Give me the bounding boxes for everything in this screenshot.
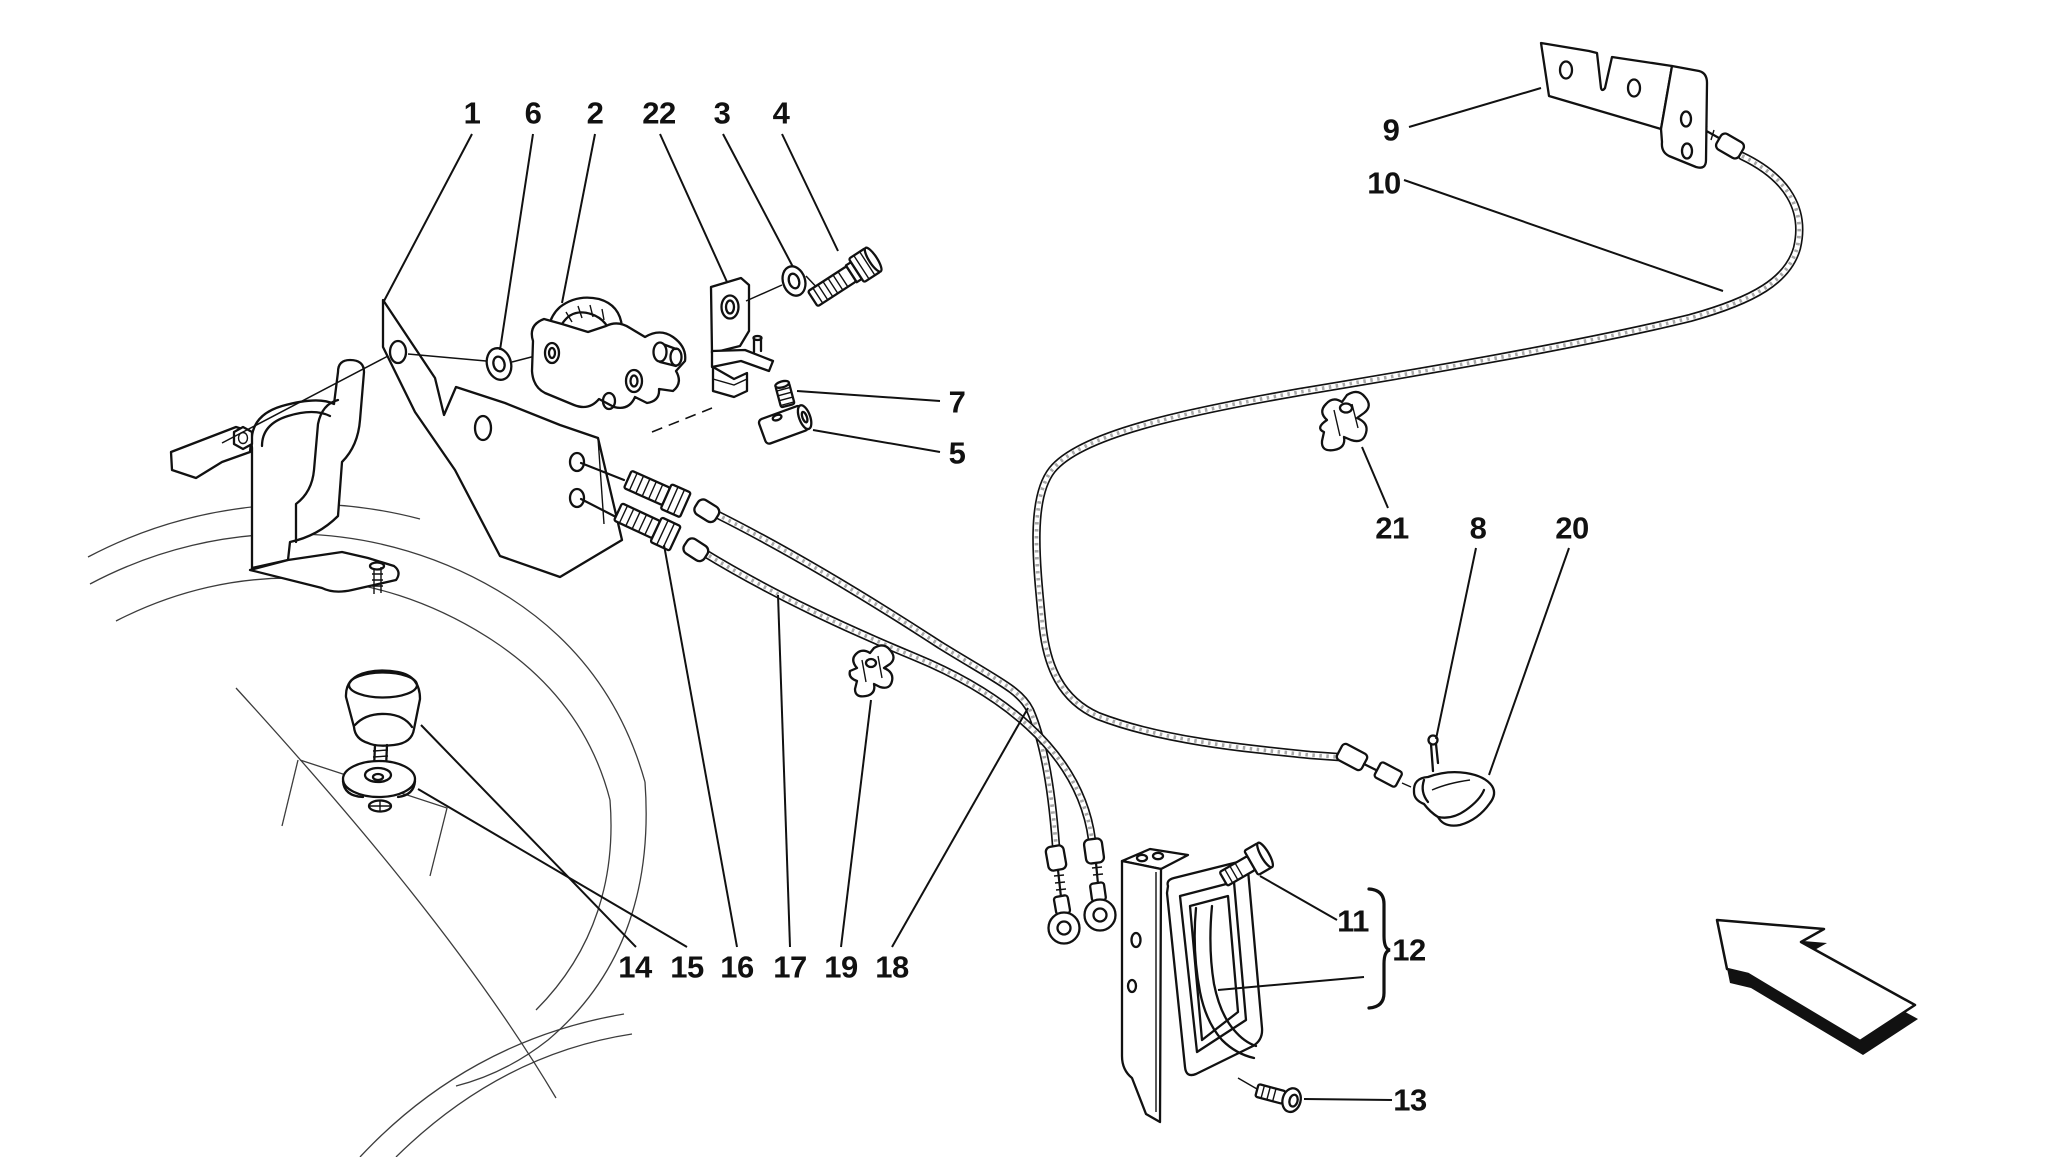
washer-6 xyxy=(485,347,513,381)
release-lever-12 xyxy=(1120,847,1264,1124)
part-number-label: 15 xyxy=(670,950,704,985)
bracket-nut xyxy=(232,425,254,451)
sheath-ferrule-lower xyxy=(682,537,710,563)
hood-latch-2 xyxy=(530,296,713,433)
leader-line xyxy=(499,133,534,351)
part-number-label: 7 xyxy=(949,385,966,420)
leader-line xyxy=(561,133,596,304)
leader-line xyxy=(1259,875,1338,921)
leader-line xyxy=(1435,547,1477,740)
cable-adjuster-lower xyxy=(613,502,682,552)
part-number-label: 19 xyxy=(824,950,858,985)
anchor-bracket-9 xyxy=(1539,41,1709,169)
release-cables xyxy=(579,461,1117,945)
leader-line xyxy=(1488,547,1570,776)
inner-cable-upper xyxy=(579,461,626,482)
fixing-screw-13 xyxy=(1254,1083,1302,1114)
part-number-label: 17 xyxy=(773,950,806,985)
part-number-label: 11 xyxy=(1337,904,1369,939)
leader-line xyxy=(383,133,473,302)
part-number-label: 14 xyxy=(618,950,653,985)
leader-line xyxy=(722,133,794,268)
direction-arrow xyxy=(1715,918,1918,1055)
bolt-4 xyxy=(807,246,883,307)
part-number-label: 8 xyxy=(1470,511,1487,546)
part-number-label: 16 xyxy=(720,950,754,985)
cable-end-right xyxy=(1082,837,1117,932)
leader-line xyxy=(1403,179,1724,292)
part-number-label: 4 xyxy=(773,96,791,131)
leader-line xyxy=(840,699,872,948)
part-number-label: 22 xyxy=(642,96,675,131)
part-number-label: 6 xyxy=(525,96,542,131)
cotter-pin-8 xyxy=(1427,734,1440,773)
leader-line xyxy=(659,133,728,283)
leader-line xyxy=(796,390,941,402)
part-number-label: 18 xyxy=(875,950,909,985)
part-number-label: 9 xyxy=(1383,113,1400,148)
leader-line xyxy=(1303,1098,1393,1101)
cable-adjuster-upper xyxy=(623,470,692,518)
leader-line xyxy=(812,429,941,453)
lever-blade xyxy=(1193,906,1256,1060)
part-number-label: 20 xyxy=(1555,511,1588,546)
washer-3 xyxy=(781,265,807,297)
part-number-label: 21 xyxy=(1375,511,1409,546)
part-number-label: 10 xyxy=(1367,166,1400,201)
group-brace xyxy=(1367,887,1391,1010)
inner-cable-lower xyxy=(579,497,618,519)
leader-line xyxy=(1408,87,1542,128)
leader-line xyxy=(1217,976,1365,991)
leader-line xyxy=(777,594,791,948)
leader-line xyxy=(781,133,839,252)
keeper-bracket-22 xyxy=(709,275,823,399)
leader-line xyxy=(1361,446,1389,509)
part-number-label: 13 xyxy=(1393,1083,1427,1118)
grub-screw-7 xyxy=(774,379,796,409)
part-number-label: 2 xyxy=(587,96,604,131)
leader-line xyxy=(663,544,738,948)
part-number-label: 5 xyxy=(949,436,966,471)
leader-line xyxy=(891,707,1029,948)
pivot-bolt-11 xyxy=(1219,841,1275,887)
part-number-label: 1 xyxy=(464,96,481,131)
buffer-washer-15 xyxy=(341,759,417,813)
leader-line xyxy=(420,724,637,948)
cable-clamp-21 xyxy=(1319,390,1370,452)
cable-clamp-19 xyxy=(848,644,895,698)
part-number-label: 3 xyxy=(714,96,731,131)
part-number-label: 12 xyxy=(1392,933,1425,968)
sheath-ferrule-upper xyxy=(693,498,721,524)
chassis-bracket xyxy=(169,355,400,594)
cable-end-left xyxy=(1044,844,1081,945)
leader-line xyxy=(417,788,688,948)
pull-handle-20 xyxy=(1335,742,1496,827)
buffer-knob-14 xyxy=(344,669,422,770)
car-body-outline xyxy=(87,503,647,1157)
cable-coupling-5 xyxy=(757,404,813,445)
